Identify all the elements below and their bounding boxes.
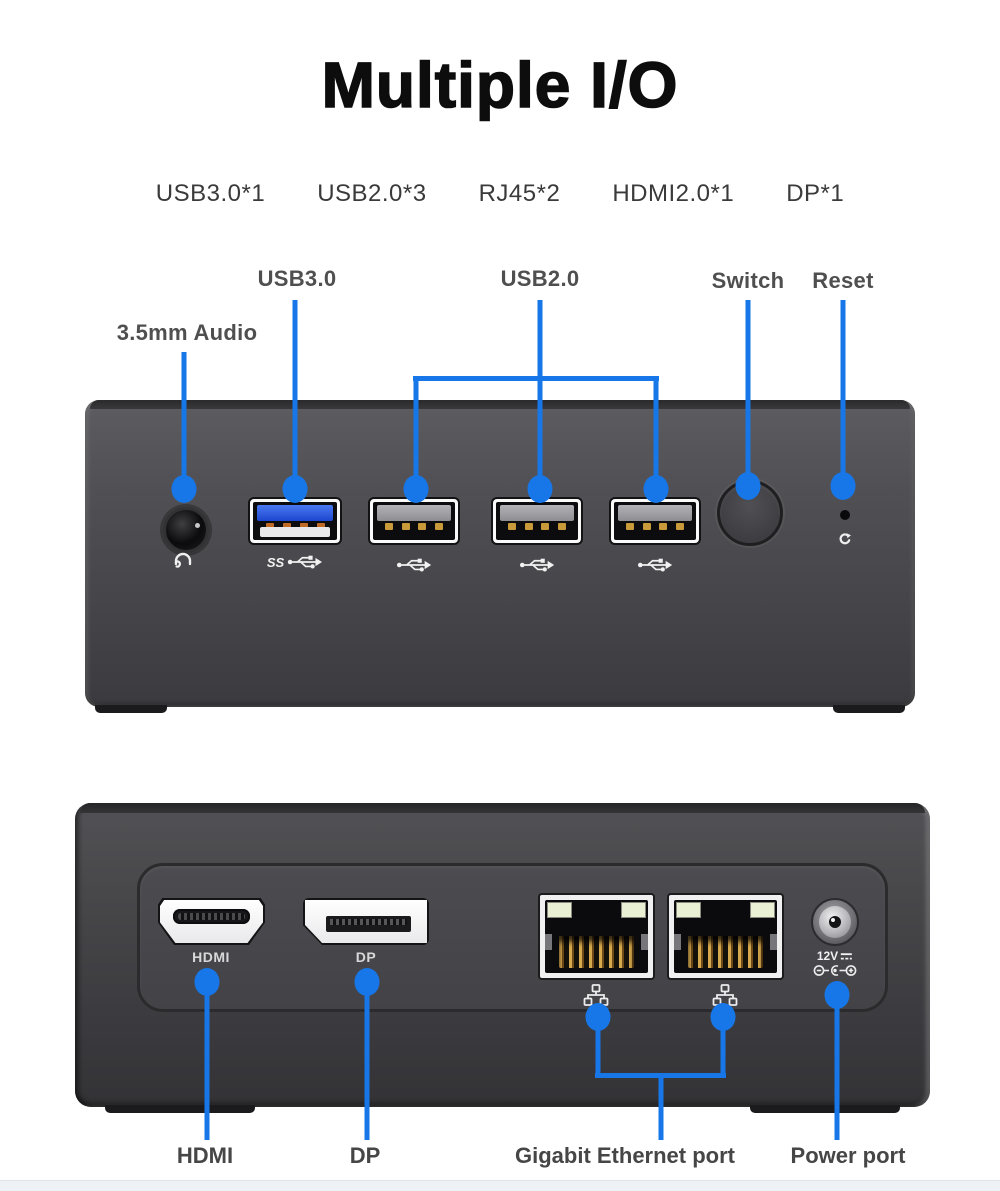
hdmi-port-label: HDMI [192, 949, 230, 965]
usb3-ss-trident-icon: SS [267, 553, 323, 571]
spec-rj45: RJ45*2 [478, 180, 561, 207]
usb3-port [248, 497, 342, 545]
callout-label-usb3: USB3.0 [257, 266, 337, 291]
hdmi-port [158, 898, 265, 945]
usb-trident-icon [396, 558, 432, 572]
callout-line-usb2-stem [537, 300, 543, 379]
rear-top-edge [80, 803, 925, 813]
usb3-blue-tongue [257, 505, 333, 521]
ethernet-port-2 [667, 893, 784, 980]
callout-label-switch: Switch [711, 268, 785, 293]
usb2-port-3 [609, 497, 701, 545]
dp-port-label: DP [355, 949, 377, 965]
callout-bracket-usb2 [413, 376, 659, 381]
callout-line-hdmi [204, 982, 210, 1140]
callout-dot-power [824, 981, 850, 1009]
dc-polarity-icon [813, 965, 857, 976]
callout-line-dp [364, 982, 370, 1140]
spec-row: USB3.0*1 USB2.0*3 RJ45*2 HDMI2.0*1 DP*1 [0, 180, 1000, 208]
callout-dot-switch [735, 472, 761, 500]
callout-line-usb2-a [413, 376, 419, 489]
callout-label-ethernet: Gigabit Ethernet port [515, 1143, 735, 1168]
callout-line-eth-stem [658, 1073, 664, 1140]
usb2-port-1 [368, 497, 460, 545]
reset-pinhole [840, 510, 850, 520]
usb2-port-2 [491, 497, 583, 545]
dc-voltage-label: 12V [817, 949, 853, 963]
callout-line-eth-b [720, 1017, 726, 1078]
rear-foot-right [750, 1105, 900, 1113]
headphone-icon [174, 552, 192, 568]
front-foot-left [95, 705, 167, 713]
callout-line-eth-a [595, 1017, 601, 1078]
callout-label-usb2: USB2.0 [500, 266, 580, 291]
callout-dot-usb3 [282, 475, 308, 503]
callout-line-usb2-b [537, 376, 543, 489]
callout-dot-eth-b [710, 1003, 736, 1031]
mini-pc-front-view: SS [85, 400, 915, 713]
callout-line-usb3 [292, 300, 298, 489]
callout-label-dp: DP [349, 1143, 381, 1168]
callout-dot-usb2-a [403, 475, 429, 503]
dp-port [303, 898, 429, 945]
callout-dot-usb2-c [643, 475, 669, 503]
callout-line-switch [745, 300, 751, 486]
callout-label-hdmi: HDMI [176, 1143, 234, 1168]
next-section-edge [0, 1180, 1000, 1191]
front-top-edge [90, 400, 910, 409]
callout-label-reset: Reset [812, 268, 874, 293]
ethernet-icon [712, 984, 738, 1006]
callout-dot-reset [830, 472, 856, 500]
spec-usb3: USB3.0*1 [155, 180, 266, 207]
callout-dot-eth-a [585, 1003, 611, 1031]
usb-trident-icon [519, 558, 555, 572]
callout-line-power [834, 995, 840, 1140]
callout-line-audio [181, 352, 187, 489]
reset-arrow-icon [839, 533, 851, 545]
callout-dot-dp [354, 968, 380, 996]
dc-symbol-icon [841, 952, 853, 959]
front-foot-right [833, 705, 905, 713]
dc-power-jack [811, 898, 859, 946]
spec-usb2: USB2.0*3 [317, 180, 427, 207]
callout-dot-audio [171, 475, 197, 503]
callout-dot-hdmi [194, 968, 220, 996]
callout-dot-usb2-b [527, 475, 553, 503]
callout-line-usb2-c [653, 376, 659, 489]
callout-label-power: Power port [790, 1143, 906, 1168]
callout-label-audio: 3.5mm Audio [116, 320, 258, 345]
rear-foot-left [105, 1105, 255, 1113]
mini-pc-rear-view: HDMI DP [75, 803, 930, 1113]
audio-jack-port [163, 507, 209, 553]
ethernet-port-1 [538, 893, 655, 980]
callout-line-reset [840, 300, 846, 486]
page-title: Multiple I/O [321, 48, 679, 122]
spec-dp: DP*1 [786, 180, 845, 207]
usb-trident-icon [637, 558, 673, 572]
spec-hdmi: HDMI2.0*1 [612, 180, 735, 207]
